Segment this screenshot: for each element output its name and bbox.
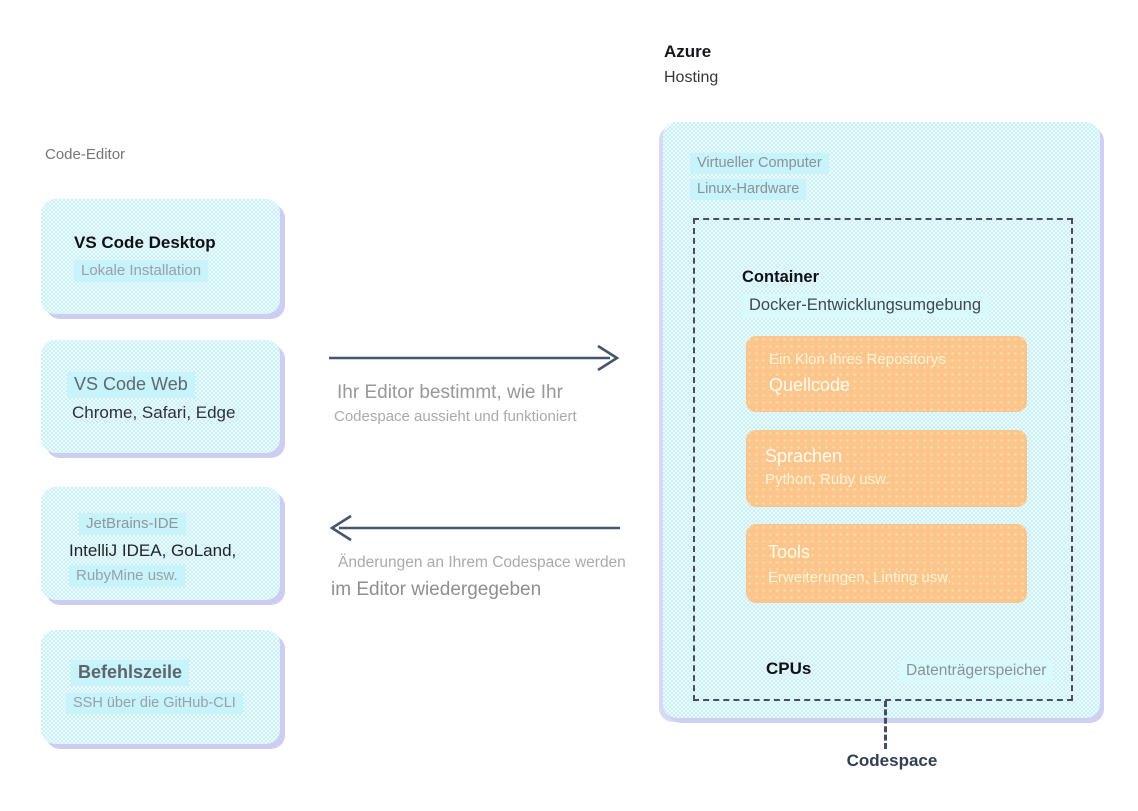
- editor-box-subtitle: Lokale Installation: [74, 259, 209, 282]
- editor-box-subtitle-2: RubyMine usw.: [69, 564, 185, 588]
- container-item-title: Sprachen: [765, 446, 843, 466]
- disk-storage-label: Datenträgerspeicher: [899, 660, 1054, 683]
- editor-box-cli: Befehlszeile SSH über die GitHub-CLI: [41, 630, 280, 744]
- azure-subtitle: Hosting: [664, 69, 719, 86]
- container-item-subtitle: Erweiterungen, Linting usw.: [768, 569, 952, 586]
- cpu-label: CPUs: [766, 659, 812, 678]
- container-item-subtitle: Ein Klon Ihres Repositorys: [769, 351, 946, 368]
- editor-box-vscode-web: VS Code Web Chrome, Safari, Edge: [41, 340, 280, 453]
- codespace-label: Codespace: [846, 751, 938, 770]
- container-item-sprachen: Sprachen Python, Ruby usw.: [746, 430, 1027, 507]
- azure-title: Azure: [664, 42, 712, 61]
- editor-box-title: JetBrains-IDE: [79, 513, 186, 536]
- container-item-title: Tools: [768, 542, 811, 562]
- editor-box-vscode-desktop: VS Code Desktop Lokale Installation: [41, 199, 280, 314]
- container-subtitle: Docker-Entwicklungsumgebung: [742, 294, 989, 318]
- vm-title: Virtueller Computer: [690, 153, 829, 174]
- arrow-right-caption-line2: Codespace aussieht und funktioniert: [334, 408, 577, 425]
- editor-box-title: VS Code Desktop: [74, 233, 216, 252]
- editor-box-title: Befehlszeile: [71, 660, 190, 686]
- container-item-quellcode: Ein Klon Ihres Repositorys Quellcode: [746, 336, 1027, 412]
- virtual-machine-box: [663, 122, 1100, 718]
- container-title: Container: [742, 268, 820, 286]
- editor-box-subtitle: IntelliJ IDEA, GoLand,: [69, 541, 237, 561]
- container-dashed-box: [693, 218, 1073, 701]
- editor-box-subtitle: Chrome, Safari, Edge: [72, 402, 236, 422]
- codespace-connector-line: [884, 701, 887, 749]
- container-item-title: Quellcode: [769, 375, 851, 395]
- editor-box-title: VS Code Web: [67, 372, 195, 398]
- arrow-left-caption-line1: Änderungen an Ihrem Codespace werden: [338, 554, 626, 571]
- vm-subtitle: Linux-Hardware: [690, 179, 807, 200]
- editor-box-jetbrains: JetBrains-IDE IntelliJ IDEA, GoLand, Rub…: [41, 487, 280, 600]
- container-item-tools: Tools Erweiterungen, Linting usw.: [746, 524, 1027, 603]
- editor-box-subtitle: SSH über die GitHub-CLI: [66, 692, 243, 715]
- arrow-right-icon: [329, 344, 620, 372]
- container-item-subtitle: Python, Ruby usw.: [765, 471, 890, 488]
- arrow-left-icon: [329, 514, 620, 542]
- arrow-left-caption-line2: im Editor wiedergegeben: [331, 579, 542, 600]
- arrow-right-caption-line1: Ihr Editor bestimmt, wie Ihr: [337, 382, 563, 403]
- code-editor-column-label: Code-Editor: [45, 146, 126, 163]
